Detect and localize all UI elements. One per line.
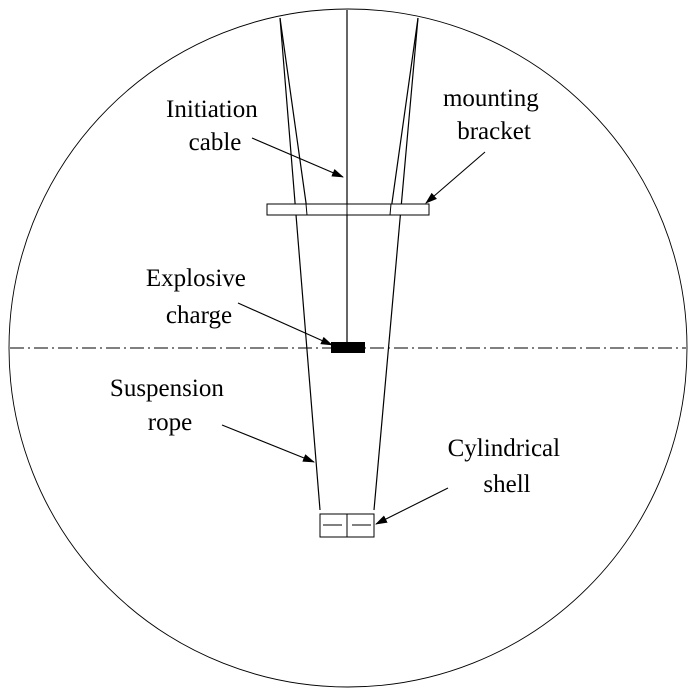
explosive-charge-shape <box>331 342 365 353</box>
label-mounting-bracket: mounting bracket <box>443 85 545 145</box>
label-cylindrical-shell-line1: Cylindrical <box>448 435 561 462</box>
arrow-cylindrical-shell <box>375 487 449 525</box>
arrow-initiation-cable <box>251 137 344 178</box>
arrow-suspension-rope <box>221 424 315 463</box>
bracket-rope-pass-left <box>305 203 308 216</box>
label-explosive-charge-line1: Explosive <box>146 265 246 292</box>
label-suspension-rope: Suspension rope <box>110 375 230 436</box>
label-initiation-cable-line1: Initiation <box>166 96 258 123</box>
vessel-boundary-circle <box>8 8 688 688</box>
label-mounting-bracket-line1: mounting <box>443 85 539 112</box>
suspension-rope-left-outer <box>279 17 321 511</box>
suspension-rope-right-outer <box>373 17 419 511</box>
arrow-mounting-bracket <box>425 151 486 204</box>
mounting-bracket-shape <box>266 203 430 216</box>
label-explosive-charge-line2: charge <box>166 302 232 329</box>
label-cylindrical-shell-line2: shell <box>483 471 530 498</box>
label-suspension-rope-line1: Suspension <box>110 375 224 402</box>
label-explosive-charge: Explosive charge <box>146 265 252 329</box>
label-mounting-bracket-line2: bracket <box>457 118 531 145</box>
label-suspension-rope-line2: rope <box>148 409 192 436</box>
bracket-rope-pass-right <box>389 203 392 216</box>
cylindrical-shell-shape <box>319 513 375 538</box>
suspension-rope-right-inner <box>390 17 419 211</box>
label-initiation-cable: Initiation cable <box>166 96 264 156</box>
label-cylindrical-shell: Cylindrical shell <box>448 435 567 498</box>
label-initiation-cable-line2: cable <box>189 129 242 156</box>
suspension-rope-left-inner <box>279 17 308 211</box>
arrow-explosive-charge <box>237 302 333 346</box>
